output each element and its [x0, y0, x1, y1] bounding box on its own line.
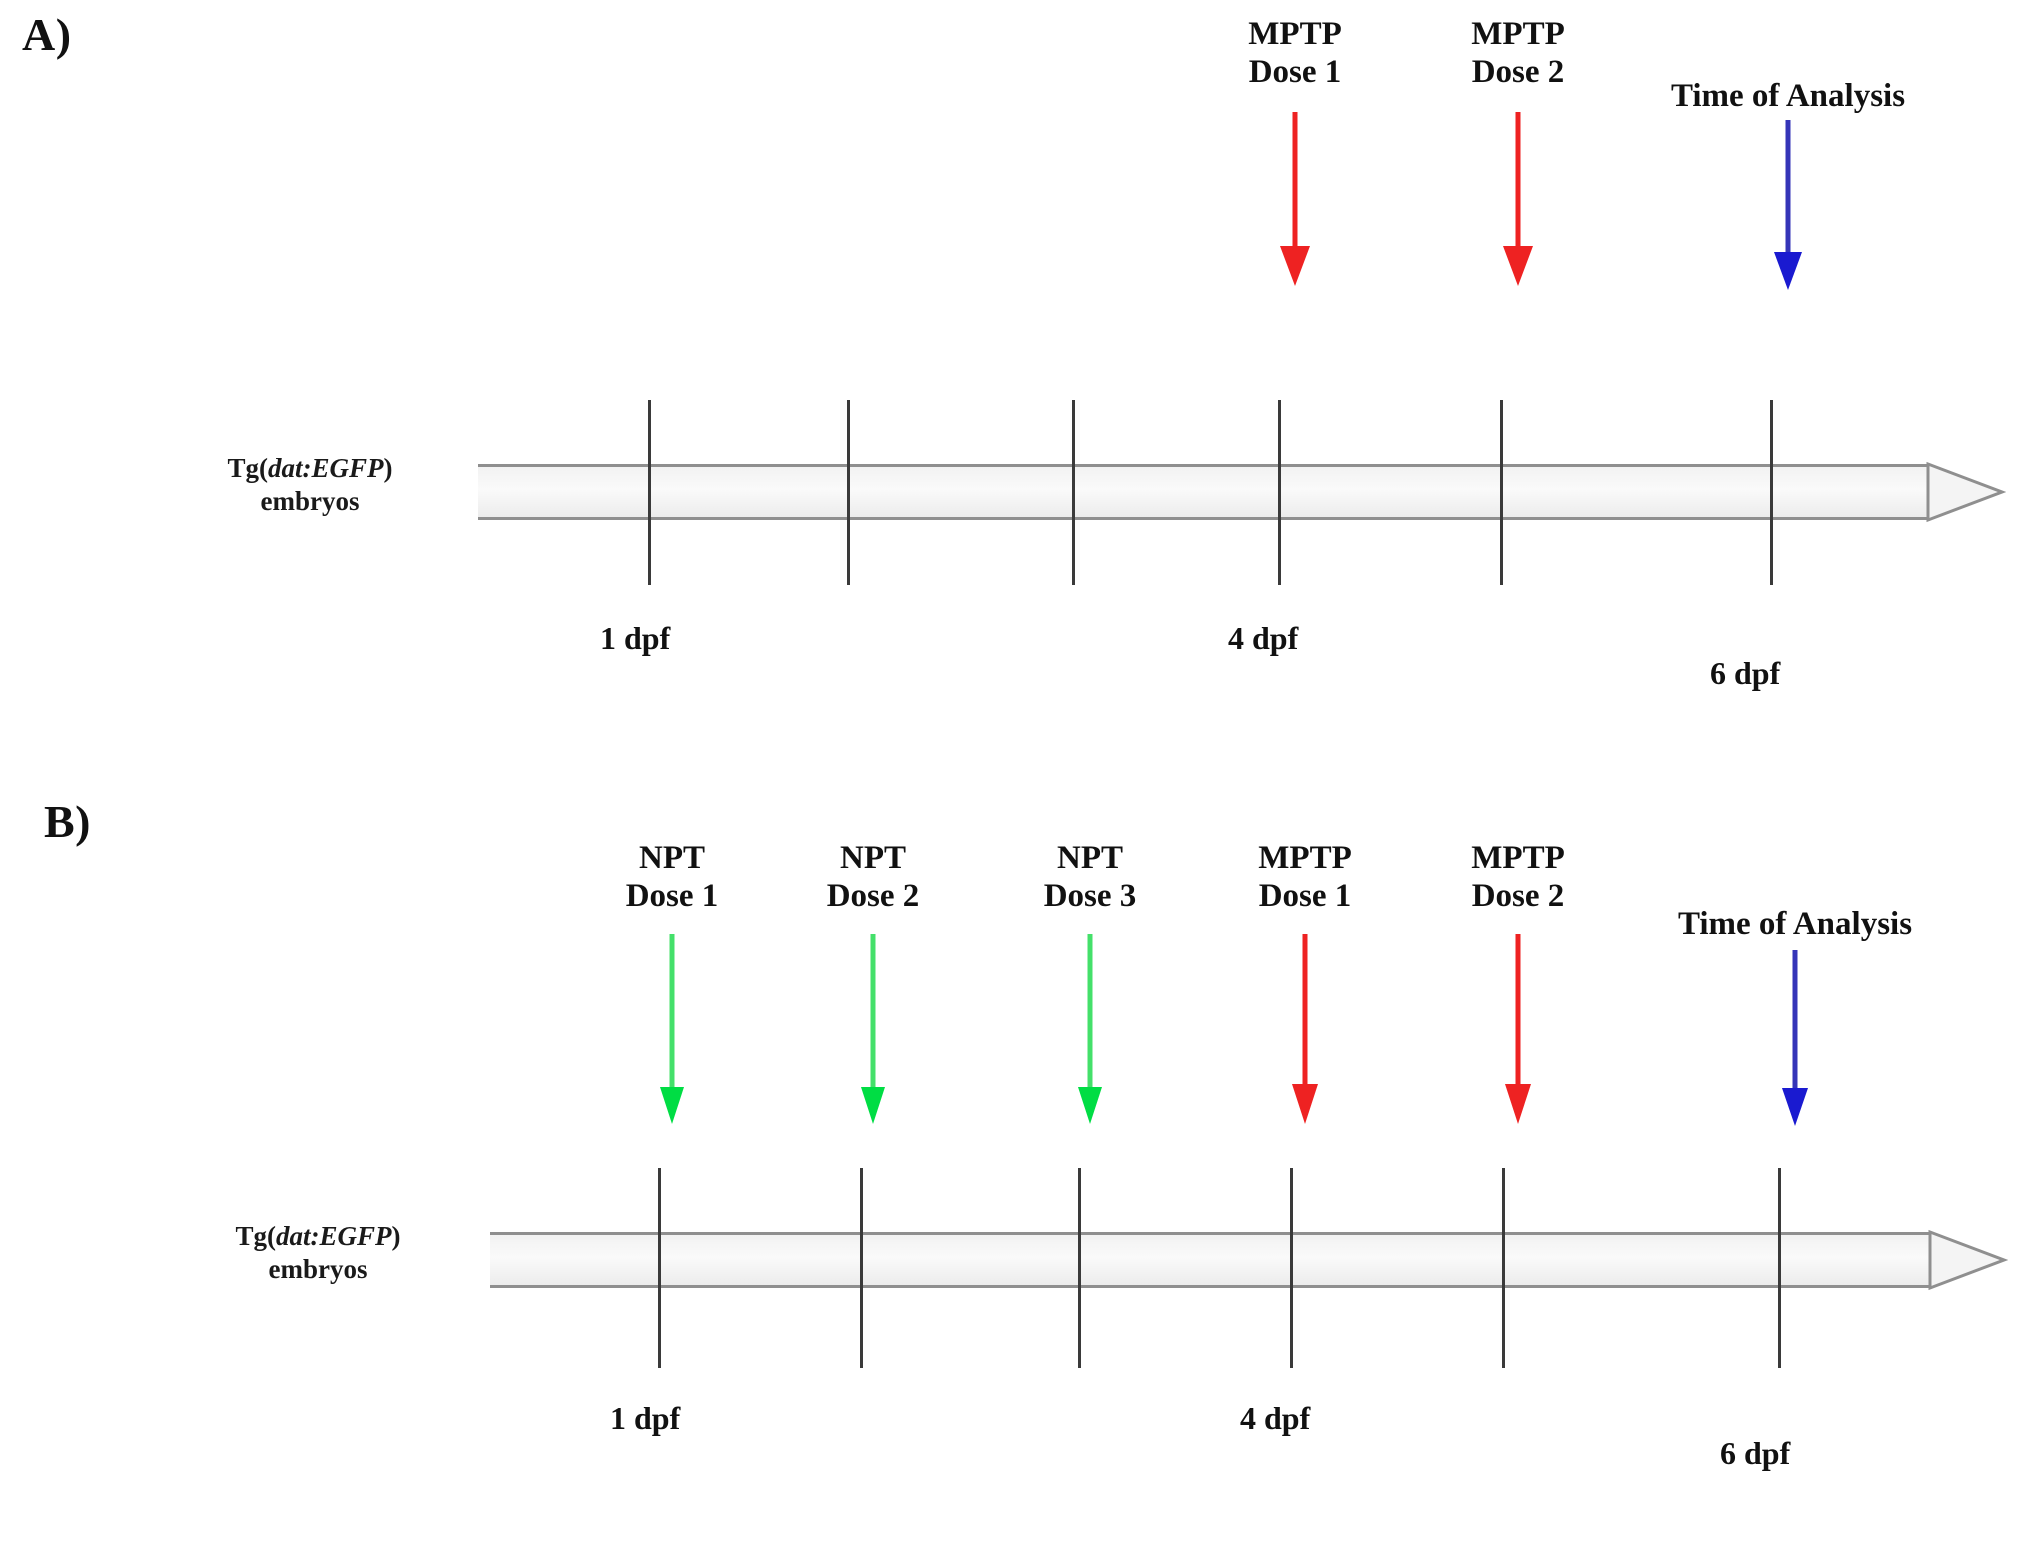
panel-a-tick-5: [1500, 400, 1503, 585]
panel-b-event-npt-dose-1-label: NPT Dose 1: [626, 840, 719, 915]
panel-b-tick-4: [1290, 1168, 1293, 1368]
panel-a-tick-6: [1770, 400, 1773, 585]
panel-b-event-mptp-dose-1-arrow: [1285, 932, 1325, 1127]
panel-b-event-npt-dose-1-arrow: [652, 932, 692, 1127]
panel-a-event-mptp-dose-1-label: MPTP Dose 1: [1248, 16, 1341, 91]
panel-b-tick-3: [1078, 1168, 1081, 1368]
panel-a-label-line2: embryos: [260, 485, 360, 516]
panel-a-event-mptp-dose-2-line2: Dose 2: [1471, 53, 1565, 90]
panel-b-event-npt-dose-2-label: NPT Dose 2: [827, 840, 920, 915]
panel-a-label-prefix: Tg(: [227, 453, 268, 483]
panel-b-event-npt-dose-3-label: NPT Dose 3: [1044, 840, 1137, 915]
panel-a-event-time-of-analysis-line1: Time of Analysis: [1670, 78, 1906, 114]
panel-b-label-line1: Tg(dat:EGFP): [235, 1221, 400, 1251]
panel-b-event-npt-dose-2-line1: NPT: [839, 840, 906, 876]
panel-b-timeline-bar: [490, 1232, 1930, 1288]
panel-a-timeline-label: Tg(dat:EGFP) embryos: [170, 452, 450, 518]
panel-a-event-mptp-dose-1-line1: MPTP: [1248, 16, 1342, 52]
panel-b-label-suffix: ): [391, 1221, 401, 1251]
panel-b-dpf-label-6: 6 dpf: [1720, 1435, 1791, 1471]
panel-b-event-npt-dose-3-line2: Dose 3: [1043, 877, 1137, 914]
panel-a-label-italic: dat:EGFP: [267, 453, 384, 483]
panel-b-event-time-of-analysis-arrow: [1775, 948, 1815, 1128]
panel-b-event-npt-dose-1-line2: Dose 1: [625, 877, 719, 914]
panel-b-event-mptp-dose-2-arrow: [1498, 932, 1538, 1127]
panel-a-timeline-arrow: [478, 461, 2006, 523]
panel-b-event-npt-dose-3-line1: NPT: [1056, 840, 1123, 876]
panel-b-timeline-arrow: [490, 1229, 2008, 1291]
panel-b: B) Tg(dat:EGFP) embryos 1 dpf 4 dpf 6 dp…: [0, 760, 2020, 1546]
panel-a-dpf-label-6: 6 dpf: [1710, 655, 1781, 691]
panel-b-tick-1: [658, 1168, 661, 1368]
panel-a-dpf-label-4: 4 dpf: [1228, 620, 1299, 656]
panel-b-event-npt-dose-3-arrow: [1070, 932, 1110, 1127]
panel-b-letter: B): [44, 796, 91, 847]
panel-b-event-npt-dose-2-line2: Dose 2: [826, 877, 920, 914]
panel-b-dpf-label-4: 4 dpf: [1240, 1400, 1311, 1436]
panel-a-letter: A): [22, 9, 72, 60]
panel-a-tick-1: [648, 400, 651, 585]
panel-a: A) Tg(dat:EGFP) embryos 1 dpf 4 dpf 6 dp…: [0, 0, 2020, 760]
panel-a-event-mptp-dose-2-line1: MPTP: [1471, 16, 1565, 52]
panel-b-event-mptp-dose-2-line1: MPTP: [1471, 840, 1565, 876]
panel-b-dpf-label-1: 1 dpf: [610, 1400, 681, 1436]
panel-a-label-suffix: ): [383, 453, 393, 483]
panel-b-event-mptp-dose-1-label: MPTP Dose 1: [1258, 840, 1351, 915]
panel-b-event-mptp-dose-2-line2: Dose 2: [1471, 877, 1565, 914]
panel-b-event-npt-dose-2-arrow: [853, 932, 893, 1127]
panel-a-tick-4: [1278, 400, 1281, 585]
panel-a-tick-2: [847, 400, 850, 585]
panel-a-event-mptp-dose-1-arrow: [1275, 110, 1315, 290]
panel-a-event-mptp-dose-2-label: MPTP Dose 2: [1471, 16, 1564, 91]
panel-b-label-prefix: Tg(: [235, 1221, 276, 1251]
panel-b-event-time-of-analysis-label: Time of Analysis: [1678, 906, 1912, 944]
panel-b-label-line2: embryos: [268, 1253, 368, 1284]
panel-a-dpf-label-1: 1 dpf: [600, 620, 671, 656]
panel-b-label-italic: dat:EGFP: [275, 1221, 392, 1251]
panel-a-label-line1: Tg(dat:EGFP): [227, 453, 392, 483]
panel-b-event-mptp-dose-1-line1: MPTP: [1258, 840, 1352, 876]
panel-a-event-time-of-analysis-label: Time of Analysis: [1671, 78, 1905, 116]
panel-b-tick-2: [860, 1168, 863, 1368]
panel-a-event-mptp-dose-2-arrow: [1498, 110, 1538, 290]
panel-a-tick-3: [1072, 400, 1075, 585]
panel-b-event-time-of-analysis-line1: Time of Analysis: [1677, 906, 1913, 942]
panel-b-tick-6: [1778, 1168, 1781, 1368]
panel-a-event-mptp-dose-1-line2: Dose 1: [1248, 53, 1342, 90]
panel-b-tick-5: [1502, 1168, 1505, 1368]
panel-b-event-mptp-dose-2-label: MPTP Dose 2: [1471, 840, 1564, 915]
panel-a-event-time-of-analysis-arrow: [1768, 118, 1808, 293]
panel-b-event-npt-dose-1-line1: NPT: [638, 840, 705, 876]
panel-a-timeline-bar: [478, 464, 1928, 520]
panel-b-timeline-label: Tg(dat:EGFP) embryos: [178, 1220, 458, 1286]
panel-b-event-mptp-dose-1-line2: Dose 1: [1258, 877, 1352, 914]
